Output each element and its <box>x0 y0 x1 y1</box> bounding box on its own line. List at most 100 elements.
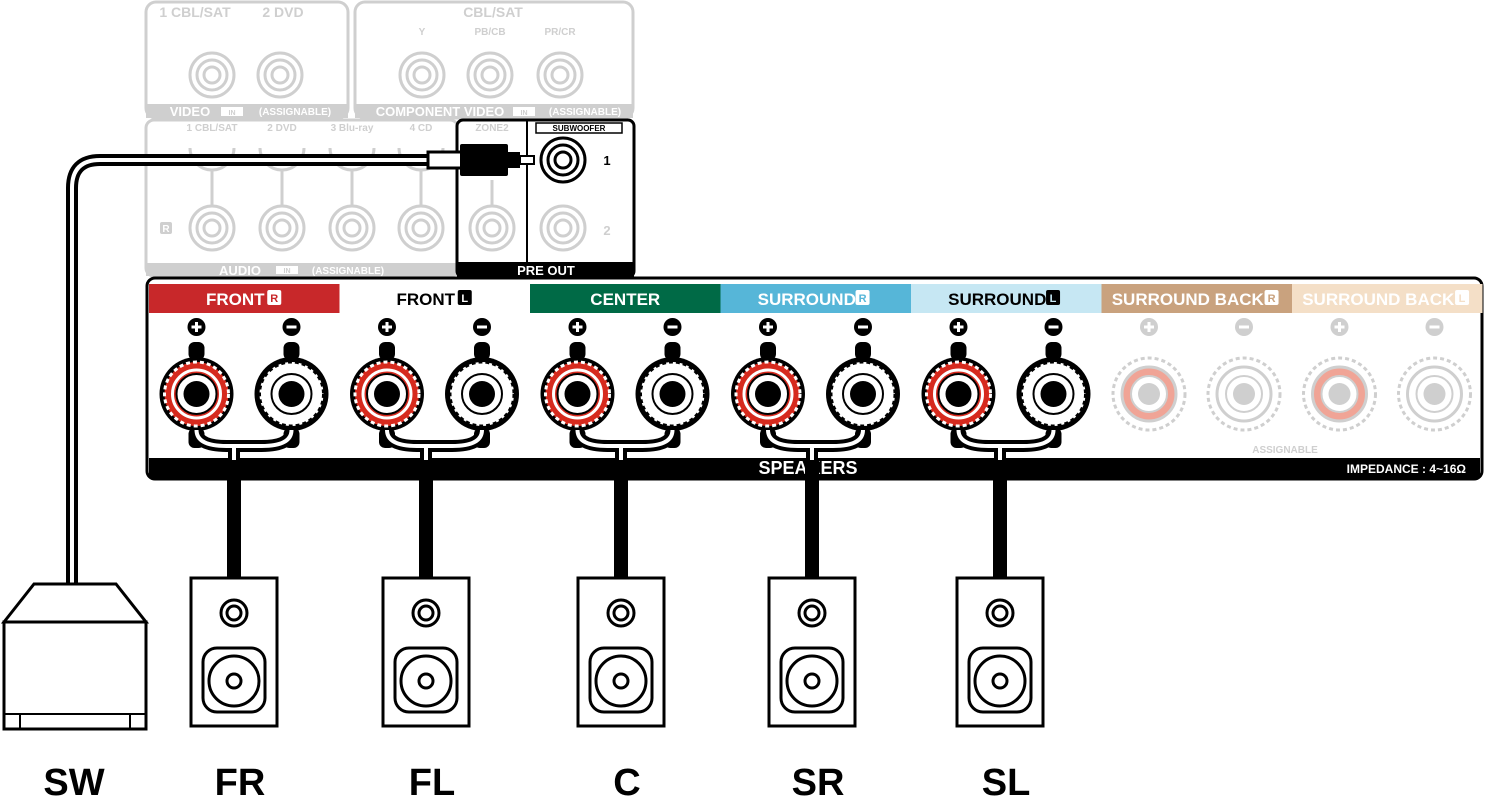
video-input-2-label: 2 DVD <box>262 4 303 20</box>
subwoofer-2-number: 2 <box>603 223 610 238</box>
channel-header-5: SURROUND L <box>911 284 1102 313</box>
speaker-terminal-plus[interactable] <box>1111 356 1187 432</box>
plus-icon <box>187 318 206 336</box>
subwoofer-1-jack[interactable] <box>539 136 587 184</box>
channel-header-1: FRONT R <box>149 284 340 313</box>
audio-jack-1[interactable] <box>188 204 236 252</box>
channel-badge: R <box>859 293 867 305</box>
speaker-terminal-minus[interactable] <box>1016 342 1091 448</box>
channel-badge: L <box>1050 293 1057 305</box>
speaker-terminal-minus[interactable] <box>826 342 900 448</box>
component-y-label: Y <box>419 27 426 38</box>
minus-icon <box>282 318 301 336</box>
channel-label: CENTER <box>590 290 660 309</box>
component-jack-y[interactable] <box>398 51 446 99</box>
audio-input-2-label: 2 DVD <box>267 123 296 134</box>
plus-icon <box>759 318 777 336</box>
assignable-label: ASSIGNABLE <box>1252 445 1318 456</box>
audio-input-4-label: 4 CD <box>410 123 433 134</box>
speaker-terminal-minus[interactable] <box>254 342 329 448</box>
speaker-terminal-plus[interactable] <box>731 342 805 448</box>
speaker-sl <box>955 576 1045 728</box>
speaker-name-sl: SL <box>982 762 1031 804</box>
audio-input-panel: 1 CBL/SAT 2 DVD 3 Blu-ray 4 CD R AUDIO I… <box>144 118 460 278</box>
speaker-terminal-plus[interactable] <box>159 342 234 448</box>
speaker-name-c: C <box>613 762 640 804</box>
minus-icon <box>1044 318 1063 336</box>
audio-jack-4[interactable] <box>397 204 445 252</box>
plus-icon <box>378 318 396 336</box>
video-input-panel: 1 CBL/SAT 2 DVD VIDEO IN (ASSIGNABLE) <box>144 0 350 120</box>
channel-label: FRONT <box>396 290 455 309</box>
component-jack-pb[interactable] <box>466 51 514 99</box>
speaker-name-fr: FR <box>215 762 266 804</box>
channel-label: FRONT <box>206 290 265 309</box>
channel-label: SURROUND <box>948 290 1046 309</box>
subwoofer-cable <box>66 144 535 586</box>
impedance-label: IMPEDANCE : 4~16Ω <box>1347 462 1467 476</box>
video-jack-1[interactable] <box>188 51 236 99</box>
video-jack-2[interactable] <box>256 51 304 99</box>
audio-input-3-label: 3 Blu-ray <box>331 123 374 134</box>
audio-jack-3[interactable] <box>328 204 376 252</box>
plus-icon <box>949 318 968 336</box>
minus-icon <box>663 318 682 336</box>
video-assignable: (ASSIGNABLE) <box>259 107 331 118</box>
speaker-cable-2 <box>381 429 488 580</box>
subwoofer-label: SUBWOOFER <box>553 124 606 133</box>
speaker-terminal-plus[interactable] <box>921 342 996 448</box>
zone2-jack[interactable] <box>468 204 516 252</box>
component-pb-label: PB/CB <box>474 27 505 38</box>
speaker-name-fl: FL <box>409 762 455 804</box>
audio-input-1-label: 1 CBL/SAT <box>187 123 238 134</box>
speaker-terminal-plus[interactable] <box>1302 356 1377 432</box>
subwoofer-name: SW <box>43 762 104 804</box>
audio-assignable: (ASSIGNABLE) <box>312 266 384 277</box>
component-pr-label: PR/CR <box>544 27 576 38</box>
component-label: COMPONENT VIDEO <box>376 104 505 119</box>
component-in-badge: IN <box>521 110 528 117</box>
speaker-cable-5 <box>952 429 1060 580</box>
plus-icon <box>1140 318 1158 336</box>
audio-in-badge: IN <box>284 268 291 275</box>
speaker-terminal-plus[interactable] <box>350 342 424 448</box>
minus-icon <box>1235 318 1253 336</box>
minus-icon <box>1425 318 1444 336</box>
channel-header-3: CENTER <box>530 284 721 313</box>
plus-icon <box>1330 318 1349 336</box>
speaker-fr <box>189 576 279 728</box>
component-assignable: (ASSIGNABLE) <box>549 107 621 118</box>
video-in-badge: IN <box>229 110 236 117</box>
channel-badge: R <box>270 293 278 305</box>
speaker-cable-4 <box>762 429 869 580</box>
minus-icon <box>473 318 491 336</box>
subwoofer-1-number: 1 <box>603 153 610 168</box>
component-jack-pr[interactable] <box>536 51 584 99</box>
zone2-label: ZONE2 <box>475 123 509 134</box>
plus-icon <box>568 318 587 336</box>
minus-icon <box>854 318 872 336</box>
speaker-terminal-minus[interactable] <box>1206 356 1282 432</box>
subwoofer-2-jack[interactable] <box>539 204 587 252</box>
pre-out-panel: ZONE2 SUBWOOFER 1 2 PRE OUT <box>455 118 636 279</box>
subwoofer-box <box>0 582 150 731</box>
audio-label: AUDIO <box>219 263 261 278</box>
speaker-c <box>576 576 666 728</box>
speaker-cable-3 <box>571 429 679 580</box>
channel-label: SURROUND BACK <box>1112 290 1265 309</box>
channel-label: SURROUND <box>758 290 856 309</box>
speaker-terminal-minus[interactable] <box>1397 356 1472 432</box>
speaker-terminal-minus[interactable] <box>445 342 519 448</box>
video-input-1-label: 1 CBL/SAT <box>159 4 231 20</box>
component-title: CBL/SAT <box>463 4 523 20</box>
audio-jack-2[interactable] <box>258 204 306 252</box>
speaker-terminal-minus[interactable] <box>635 342 710 448</box>
channel-badge: L <box>1459 293 1466 305</box>
component-video-panel: CBL/SAT Y PB/CB PR/CR COMPONENT VIDEO IN… <box>353 0 635 120</box>
speaker-name-sr: SR <box>792 762 845 804</box>
